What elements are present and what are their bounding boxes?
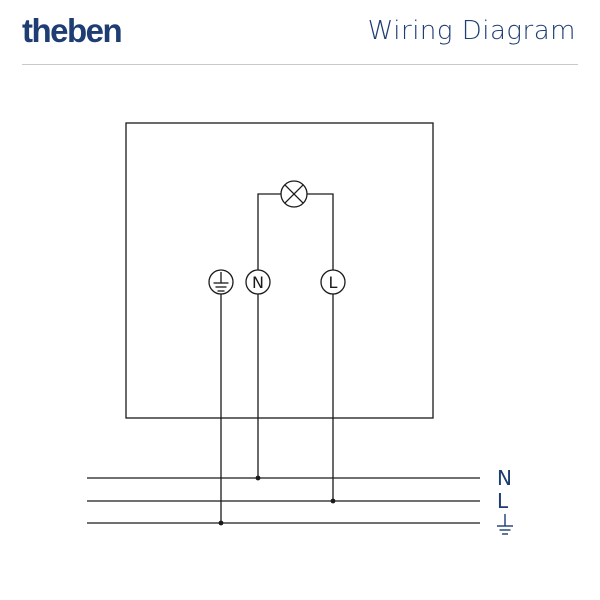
- wire-lamp-neutral: [257, 193, 281, 270]
- earth-icon: [497, 514, 513, 535]
- lamp-icon: [280, 180, 308, 208]
- junction-neutral: [255, 475, 261, 481]
- terminal-live: L: [320, 269, 346, 295]
- terminal-neutral: N: [245, 269, 271, 295]
- theben-logo: theben: [22, 12, 123, 49]
- terminal-neutral-label: N: [252, 273, 264, 292]
- terminal-earth: [208, 269, 234, 295]
- page-title: Wiring Diagram: [367, 16, 576, 46]
- earth-icon: [213, 272, 229, 292]
- header-divider: [22, 64, 578, 65]
- bus-label-neutral: N: [497, 466, 512, 490]
- terminal-live-label: L: [329, 273, 338, 292]
- bus-label-live: L: [497, 489, 509, 513]
- junction-live: [330, 498, 336, 504]
- device-housing: [125, 122, 434, 419]
- wire-lamp-live: [307, 193, 334, 270]
- junction-earth: [218, 520, 224, 526]
